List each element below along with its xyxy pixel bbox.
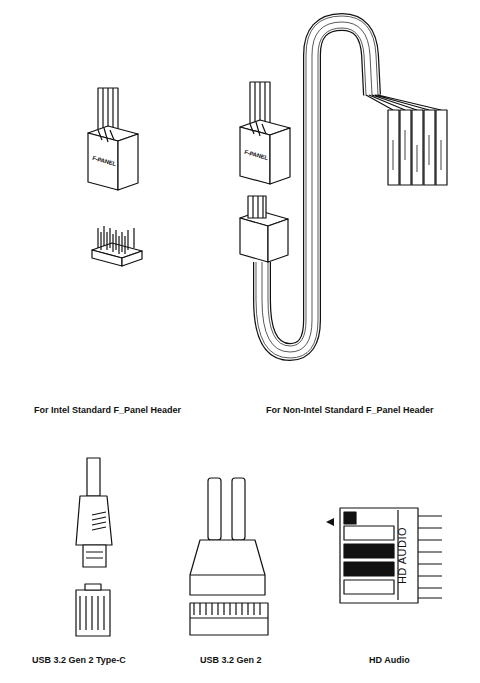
caption: USB 3.2 Gen 2 Type-C xyxy=(32,656,126,665)
caption: For Non-Intel Standard F_Panel Header xyxy=(266,406,434,415)
usb-gen2-connector xyxy=(190,478,268,635)
caption: HD Audio xyxy=(369,656,410,665)
caption: For Intel Standard F_Panel Header xyxy=(34,406,181,415)
intel-fpanel-connector xyxy=(88,88,138,190)
hd-audio-connector xyxy=(326,508,442,603)
caption: USB 3.2 Gen 2 xyxy=(200,656,262,665)
connector-marking: HD AUDIO xyxy=(397,527,408,584)
intel-pin-header xyxy=(92,226,142,266)
usb-typec-connector xyxy=(76,458,112,636)
adapter-cable xyxy=(240,16,447,358)
nonintel-fpanel-connector xyxy=(240,82,290,184)
